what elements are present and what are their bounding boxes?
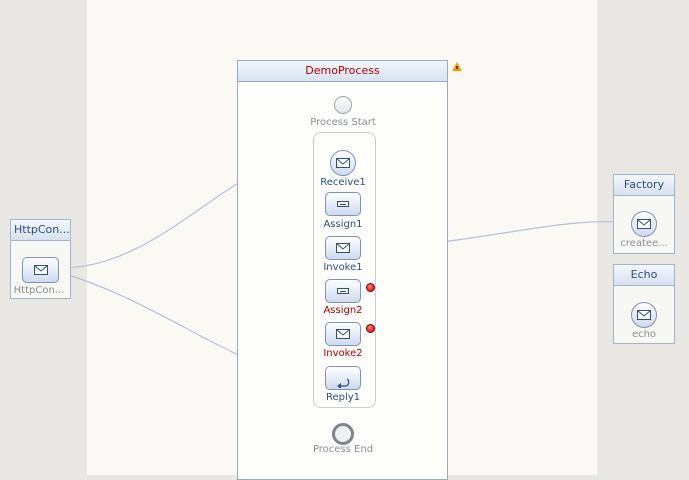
invoke2-node[interactable] [325,322,361,346]
assign1-node[interactable] [325,192,361,216]
envelope-icon [637,219,651,229]
factory-partner-node-label: createe... [620,238,668,249]
process-container[interactable]: DemoProcess [237,60,448,480]
sequence-scope[interactable] [313,132,376,408]
invoke2-label: Invoke2 [323,348,363,359]
reply1-label: Reply1 [325,392,361,403]
process-end-node[interactable] [332,423,354,445]
http-partner-title[interactable]: HttpCon... [11,220,70,241]
echo-partner-title[interactable]: Echo [614,265,674,286]
http-partner-node-label: HttpCon... [13,285,65,296]
receive1-node[interactable] [330,150,356,176]
invoke1-node[interactable] [325,236,361,260]
assign2-label: Assign2 [323,305,363,316]
reply-arrow-icon [336,373,350,389]
http-partner-node[interactable] [22,257,59,283]
assign-icon [337,201,349,207]
echo-partner-node[interactable] [631,302,657,328]
process-title[interactable]: DemoProcess [238,61,447,82]
warning-icon-mark [456,66,458,69]
assign1-label: Assign1 [323,219,363,230]
envelope-icon [637,310,651,320]
error-icon[interactable] [366,324,375,333]
reply1-node[interactable] [325,366,361,390]
receive1-label: Receive1 [320,177,366,188]
assign2-node[interactable] [325,279,361,303]
envelope-icon [336,158,350,168]
process-end-label: Process End [312,444,374,455]
envelope-icon [336,243,350,253]
envelope-icon [33,265,48,275]
invoke1-label: Invoke1 [323,262,363,273]
envelope-icon [336,329,350,339]
process-start-node[interactable] [334,96,352,114]
echo-partner-node-label: echo [631,329,657,340]
factory-partner-title[interactable]: Factory [614,175,674,196]
error-icon[interactable] [366,283,375,292]
process-start-label: Process Start [310,117,376,128]
factory-partner-node[interactable] [631,211,657,237]
assign-icon [337,288,349,294]
